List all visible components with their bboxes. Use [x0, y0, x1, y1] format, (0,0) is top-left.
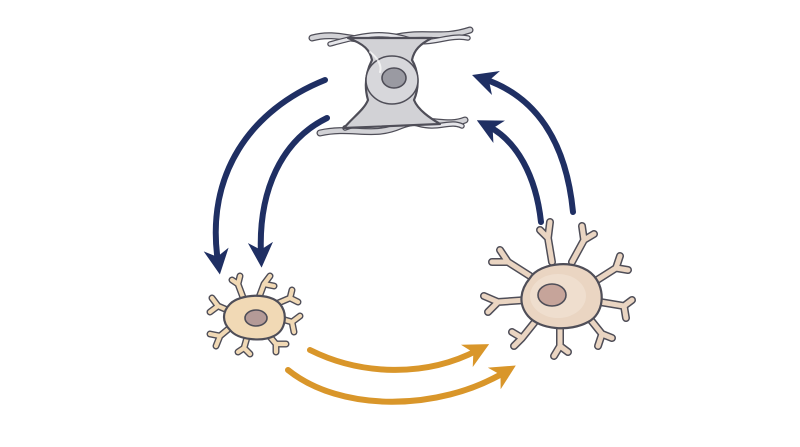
arrow-left-to-right-lower [285, 365, 516, 405]
arrow-right-to-top-inner [476, 120, 544, 225]
arrow-right-to-top-outer [472, 71, 576, 215]
arrows-left-to-right [285, 344, 516, 405]
arrow-top-to-left-outer [203, 77, 328, 275]
arrows-top-to-left [203, 77, 330, 275]
small-branched-tan-cell-icon [206, 272, 304, 358]
elongated-gray-cell-icon [308, 26, 474, 137]
large-branched-pink-cell-icon [480, 218, 636, 360]
arrow-top-to-left-inner [247, 115, 330, 268]
arrows-right-to-top [472, 71, 576, 225]
arrow-left-to-right-upper [307, 344, 490, 373]
